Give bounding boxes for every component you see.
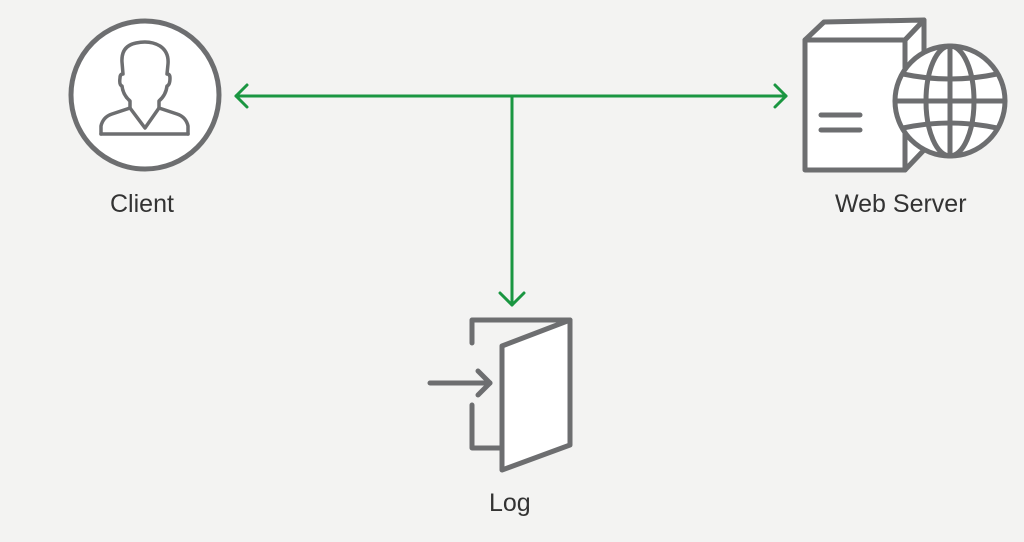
log-door-icon bbox=[427, 317, 573, 473]
server-globe-icon bbox=[802, 17, 1008, 173]
arrowhead-web-server bbox=[773, 83, 788, 109]
user-icon bbox=[68, 18, 222, 172]
client-label: Client bbox=[110, 190, 174, 218]
connectors bbox=[234, 83, 788, 307]
web-server-label: Web Server bbox=[835, 190, 967, 218]
arrow-in-icon bbox=[427, 368, 493, 398]
log-label: Log bbox=[489, 489, 531, 517]
globe-icon bbox=[892, 43, 1008, 159]
arrowhead-client bbox=[234, 83, 249, 109]
arrowhead-log bbox=[498, 291, 526, 307]
